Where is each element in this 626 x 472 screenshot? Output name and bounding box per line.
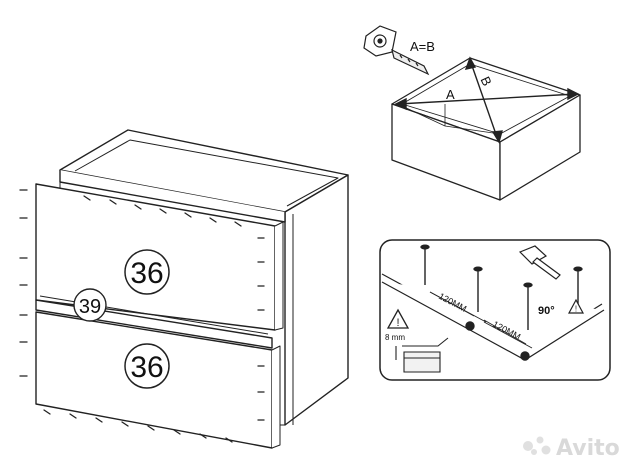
watermark-brand: Avito	[556, 436, 620, 461]
diagonal-check-illustration	[391, 57, 581, 201]
angle-warning-icon: !	[567, 298, 585, 314]
part-number-upper-drawer: 36	[130, 257, 163, 290]
part-number-rail: 39	[79, 296, 101, 318]
back-panel-edge	[381, 273, 605, 361]
diagonal-a-label: A	[446, 87, 455, 102]
tape-measure-icon	[363, 25, 430, 76]
svg-text:!: !	[396, 317, 399, 329]
part-callout-lower-drawer: 36	[124, 343, 170, 389]
part-number-lower-drawer: 36	[130, 351, 163, 384]
hammer-icon	[518, 245, 561, 280]
depth-label: 8 mm	[385, 333, 405, 342]
avito-logo-icon	[523, 436, 551, 455]
equation-label: A=B	[410, 39, 435, 54]
watermark: Avito	[523, 436, 620, 461]
nail-icons	[420, 244, 583, 361]
svg-text:!: !	[575, 305, 577, 314]
cabinet-illustration	[35, 129, 349, 449]
spacing-arrows	[429, 291, 527, 345]
angle-label: 90°	[538, 305, 555, 317]
depth-cross-section	[395, 337, 449, 373]
part-callout-upper-drawer: 36	[124, 249, 170, 295]
fastener-marks	[19, 189, 265, 443]
diagonal-lines	[394, 56, 580, 144]
part-callout-rail: 39	[73, 288, 107, 322]
depth-warning-icon: !	[386, 308, 410, 329]
